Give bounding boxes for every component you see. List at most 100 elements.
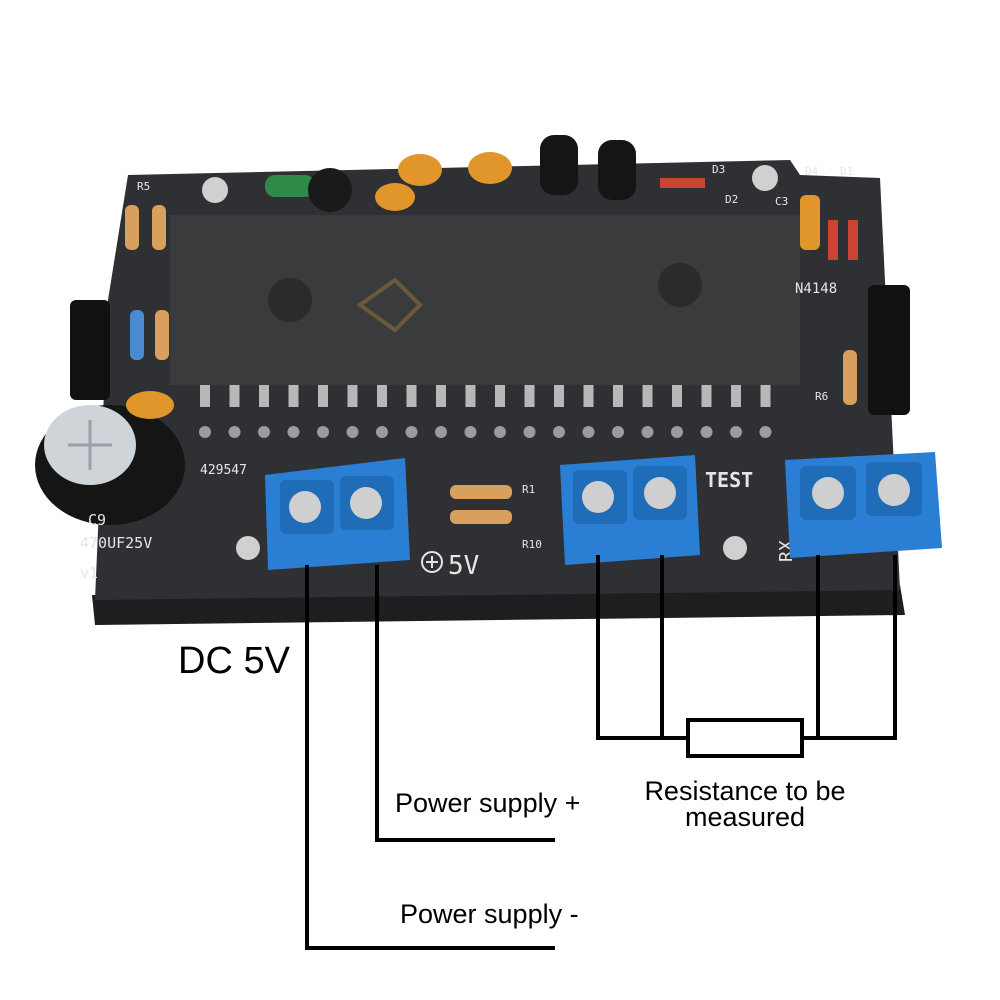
diode-d4 xyxy=(828,220,838,260)
header-pin xyxy=(464,426,477,438)
header-pin xyxy=(287,426,300,438)
resistance-label-line1: Resistance to be xyxy=(644,776,845,806)
wires xyxy=(305,555,897,950)
transistor xyxy=(308,168,352,212)
chip-pin xyxy=(731,385,741,407)
header-pin xyxy=(228,426,241,438)
chip-pin xyxy=(672,385,682,407)
ceramic-capacitor xyxy=(126,391,174,419)
terminal-test-right xyxy=(785,452,942,558)
ceramic-capacitor xyxy=(375,183,415,211)
resistor xyxy=(125,205,139,250)
screw-head-icon xyxy=(289,491,321,523)
inductor xyxy=(265,175,315,197)
chip-pin xyxy=(288,385,299,407)
plus-circle-icon xyxy=(421,551,443,573)
header-pin xyxy=(346,426,359,438)
resistor-r10 xyxy=(450,510,512,524)
header-pin xyxy=(730,426,742,438)
chip-pin xyxy=(583,385,594,407)
capacitor-value: 470UF25V xyxy=(80,534,152,552)
right-bracket xyxy=(868,285,910,415)
header-pin xyxy=(523,426,536,438)
screw-head-icon xyxy=(752,165,778,191)
ref-r6: R6 xyxy=(815,390,828,403)
chip-pin xyxy=(377,385,387,407)
header-pin xyxy=(317,426,329,438)
header-pin xyxy=(199,426,211,438)
resistor-r6 xyxy=(843,350,857,405)
capacitor-c9 xyxy=(35,405,185,525)
diode-d1 xyxy=(848,220,858,260)
chip-pin xyxy=(701,385,712,407)
chip-pin xyxy=(200,385,210,407)
chip-pin xyxy=(760,385,771,407)
header-pin xyxy=(582,426,595,438)
resistance-label-line2: measured xyxy=(685,802,805,832)
chip-pin xyxy=(465,385,476,407)
left-bracket xyxy=(70,300,110,400)
resistor xyxy=(155,310,169,360)
resistor xyxy=(130,310,144,360)
chip-pin xyxy=(642,385,653,407)
chip-pin xyxy=(406,385,417,407)
silkscreen: R5 R1 R10 R6 D3 D4 D1 D2 C3 N4148 429547… xyxy=(80,163,853,582)
header-pin xyxy=(671,426,683,438)
ref-d1: D1 xyxy=(840,165,853,178)
diode-label: N4148 xyxy=(795,281,837,297)
chip-code: 429547 xyxy=(200,463,247,478)
screw-head-icon xyxy=(582,481,614,513)
header-pin xyxy=(258,426,270,438)
ceramic-capacitor xyxy=(398,154,442,186)
chip-logo-icon xyxy=(356,277,423,333)
chip-pins xyxy=(199,385,772,438)
chip-pin xyxy=(524,385,535,407)
chip-pin xyxy=(318,385,328,407)
small-components xyxy=(125,135,858,560)
header-pin xyxy=(376,426,388,438)
resistor-symbol-icon xyxy=(686,718,804,758)
ceramic-capacitor xyxy=(468,152,512,184)
screw-head-icon xyxy=(644,477,676,509)
screw-head-icon xyxy=(236,536,260,560)
wire-test-4 xyxy=(802,555,897,740)
ref-d2: D2 xyxy=(725,193,738,206)
chip-pin xyxy=(229,385,240,407)
header-pin xyxy=(494,426,506,438)
header-pin xyxy=(405,426,418,438)
screw-head-icon xyxy=(878,474,910,506)
header-pin xyxy=(435,426,447,438)
wire-test-1 xyxy=(596,555,688,740)
test-label: TEST xyxy=(705,468,753,492)
wire-power-minus xyxy=(305,565,555,950)
main-ic-chip xyxy=(170,215,800,385)
chip-pin xyxy=(613,385,623,407)
chip-pin xyxy=(436,385,446,407)
terminal-test-left xyxy=(560,455,700,565)
ref-r1: R1 xyxy=(522,483,535,496)
electrolytic-capacitor xyxy=(540,135,578,195)
ref-d3: D3 xyxy=(712,163,725,176)
ref-r10: R10 xyxy=(522,538,542,551)
electrolytic-capacitor xyxy=(598,140,636,200)
screw-head-icon xyxy=(723,536,747,560)
terminal-power xyxy=(265,458,410,570)
diode-d3 xyxy=(660,178,705,188)
screw-head-icon xyxy=(812,477,844,509)
plus-5v-label: 5V xyxy=(448,551,479,581)
ref-c3: C3 xyxy=(775,195,788,208)
power-supply-minus-label: Power supply - xyxy=(400,899,579,929)
chip-pin xyxy=(259,385,269,407)
chip-pin xyxy=(495,385,505,407)
wire-power-plus xyxy=(375,565,555,842)
dc-5v-label: DC 5V xyxy=(178,640,291,682)
chip-pin xyxy=(347,385,358,407)
header-pin xyxy=(641,426,654,438)
resistor xyxy=(152,205,166,250)
screw-head-icon xyxy=(202,177,228,203)
board-version: v1 xyxy=(80,564,98,582)
capacitor-ref: C9 xyxy=(88,511,106,529)
chip-pin xyxy=(554,385,564,407)
ref-d4: D4 xyxy=(805,165,819,178)
